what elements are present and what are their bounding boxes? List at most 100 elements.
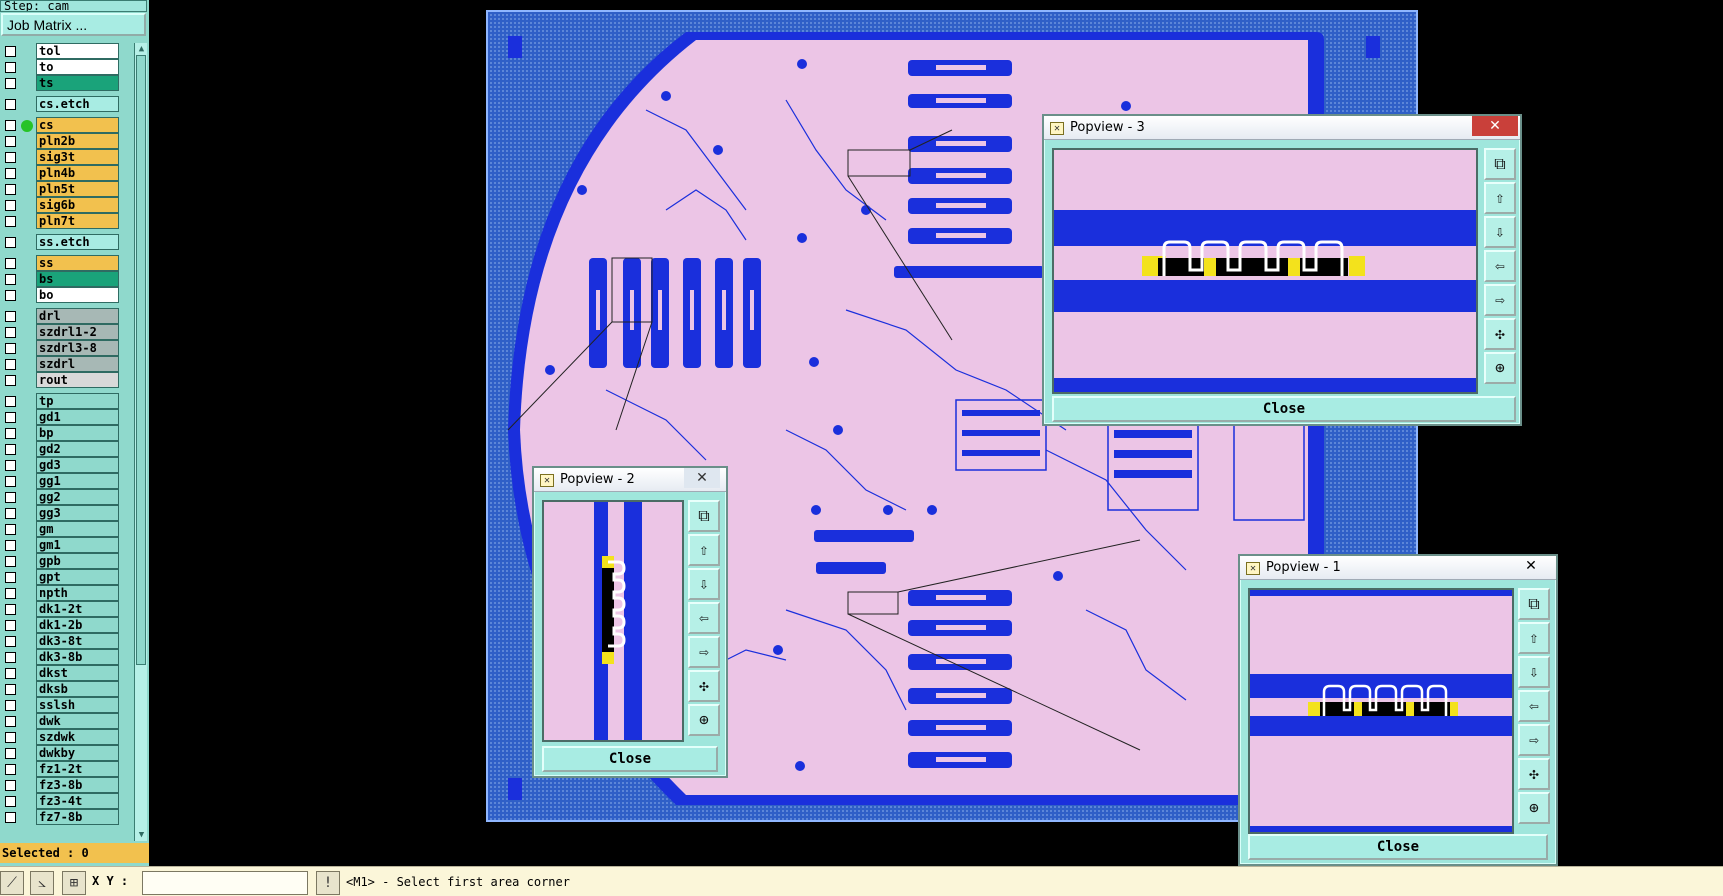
layer-name[interactable]: bp [36, 425, 119, 441]
layer-name[interactable]: szdwk [36, 729, 119, 745]
layer-row[interactable]: to [1, 59, 132, 75]
layer-name[interactable]: ts [36, 75, 119, 91]
layer-row[interactable]: pln4b [1, 165, 132, 181]
layer-checkbox[interactable] [5, 540, 16, 551]
layer-checkbox[interactable] [5, 343, 16, 354]
snap-icon[interactable]: ⦣ [30, 871, 54, 895]
zoom-window-icon[interactable]: ⧉ [1518, 588, 1550, 620]
layer-checkbox[interactable] [5, 700, 16, 711]
popview-3-window[interactable]: ✕ Popview - 3 ✕ ⧉ ⇧ ⇩ ⇦ ⇨ ✣ [1042, 114, 1522, 426]
layer-row[interactable]: gpt [1, 569, 132, 585]
layer-checkbox[interactable] [5, 311, 16, 322]
popview-2-view[interactable] [542, 500, 684, 742]
layer-name[interactable]: npth [36, 585, 119, 601]
layer-row[interactable]: szdrl1-2 [1, 324, 132, 340]
layer-row[interactable]: dk3-8t [1, 633, 132, 649]
layer-row[interactable]: cs [1, 117, 132, 133]
xy-coordinate-input[interactable] [142, 871, 308, 895]
layer-row[interactable]: rout [1, 372, 132, 388]
popview-1-close-button[interactable]: Close [1248, 834, 1548, 860]
layer-row[interactable]: tol [1, 43, 132, 59]
layer-name[interactable]: fz3-4t [36, 793, 119, 809]
layer-name[interactable]: sig6b [36, 197, 119, 213]
scroll-up-icon[interactable]: ▲ [138, 44, 145, 54]
layer-checkbox[interactable] [5, 99, 16, 110]
layer-checkbox[interactable] [5, 716, 16, 727]
layer-name[interactable]: dkst [36, 665, 119, 681]
layer-name[interactable]: gd3 [36, 457, 119, 473]
popview-1-titlebar[interactable]: ✕ Popview - 1 ✕ [1240, 556, 1556, 580]
layer-name[interactable]: szdrl [36, 356, 119, 372]
popview-1-window[interactable]: ✕ Popview - 1 ✕ ⧉ ⇧ ⇩ ⇦ ⇨ [1238, 554, 1558, 866]
layer-name[interactable]: dk3-8t [36, 633, 119, 649]
layer-row[interactable]: sig6b [1, 197, 132, 213]
zoom-out-icon[interactable]: ✣ [688, 670, 720, 702]
layer-checkbox[interactable] [5, 200, 16, 211]
layer-name[interactable]: dk1-2t [36, 601, 119, 617]
pan-left-icon[interactable]: ⇦ [1518, 690, 1550, 722]
layer-name[interactable]: cs.etch [36, 96, 119, 112]
zoom-window-icon[interactable]: ⧉ [688, 500, 720, 532]
layer-checkbox[interactable] [5, 444, 16, 455]
layer-row[interactable]: fz1-2t [1, 761, 132, 777]
layer-name[interactable]: gg1 [36, 473, 119, 489]
layer-name[interactable]: gd2 [36, 441, 119, 457]
layer-name[interactable]: sslsh [36, 697, 119, 713]
layer-checkbox[interactable] [5, 184, 16, 195]
layer-checkbox[interactable] [5, 524, 16, 535]
close-icon[interactable]: ✕ [1472, 116, 1518, 136]
zoom-out-icon[interactable]: ✣ [1518, 758, 1550, 790]
layer-checkbox[interactable] [5, 796, 16, 807]
layer-checkbox[interactable] [5, 492, 16, 503]
layer-checkbox[interactable] [5, 46, 16, 57]
layer-name[interactable]: fz1-2t [36, 761, 119, 777]
layer-row[interactable]: szdrl3-8 [1, 340, 132, 356]
layer-checkbox[interactable] [5, 78, 16, 89]
layer-name[interactable]: tol [36, 43, 119, 59]
layer-row[interactable]: pln7t [1, 213, 132, 229]
layer-checkbox[interactable] [5, 476, 16, 487]
layer-name[interactable]: pln5t [36, 181, 119, 197]
layer-row[interactable]: fz3-4t [1, 793, 132, 809]
pan-down-icon[interactable]: ⇩ [1484, 216, 1516, 248]
zoom-fit-icon[interactable]: ⊕ [1484, 352, 1516, 384]
layer-checkbox[interactable] [5, 780, 16, 791]
layer-row[interactable]: gg1 [1, 473, 132, 489]
layer-checkbox[interactable] [5, 556, 16, 567]
layer-row[interactable]: ss.etch [1, 234, 132, 250]
layer-row[interactable]: dwk [1, 713, 132, 729]
layer-checkbox[interactable] [5, 258, 16, 269]
layer-row[interactable]: gpb [1, 553, 132, 569]
layer-name[interactable]: gg3 [36, 505, 119, 521]
layer-row[interactable]: dk3-8b [1, 649, 132, 665]
layer-checkbox[interactable] [5, 508, 16, 519]
layer-name[interactable]: ss.etch [36, 234, 119, 250]
pan-down-icon[interactable]: ⇩ [688, 568, 720, 600]
layer-name[interactable]: dwk [36, 713, 119, 729]
layer-row[interactable]: ss [1, 255, 132, 271]
layer-row[interactable]: npth [1, 585, 132, 601]
layer-checkbox[interactable] [5, 290, 16, 301]
layer-row[interactable]: dk1-2t [1, 601, 132, 617]
layer-checkbox[interactable] [5, 652, 16, 663]
layer-row[interactable]: gd3 [1, 457, 132, 473]
layer-checkbox[interactable] [5, 748, 16, 759]
layer-row[interactable]: gd1 [1, 409, 132, 425]
close-icon[interactable]: ✕ [1525, 558, 1537, 574]
layer-row[interactable]: pln2b [1, 133, 132, 149]
popview-2-window[interactable]: ✕ Popview - 2 ✕ ⧉ ⇧ ⇩ ⇦ ⇨ ✣ ⊕ Close [532, 466, 728, 778]
layer-row[interactable]: sig3t [1, 149, 132, 165]
layer-checkbox[interactable] [5, 327, 16, 338]
zoom-fit-icon[interactable]: ⊕ [1518, 792, 1550, 824]
pan-up-icon[interactable]: ⇧ [1484, 182, 1516, 214]
layer-checkbox[interactable] [5, 620, 16, 631]
layer-row[interactable]: bo [1, 287, 132, 303]
zoom-out-icon[interactable]: ✣ [1484, 318, 1516, 350]
pan-right-icon[interactable]: ⇨ [1484, 284, 1516, 316]
layer-name[interactable]: szdrl1-2 [36, 324, 119, 340]
popview-3-view[interactable] [1052, 148, 1478, 394]
layer-checkbox[interactable] [5, 237, 16, 248]
layer-row[interactable]: gd2 [1, 441, 132, 457]
layer-name[interactable]: pln4b [36, 165, 119, 181]
layer-checkbox[interactable] [5, 604, 16, 615]
